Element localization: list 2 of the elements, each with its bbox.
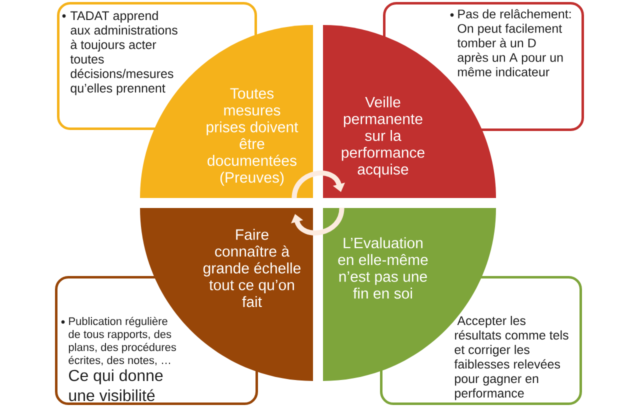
curved-arrow	[292, 170, 345, 198]
curved-arrow	[291, 208, 344, 236]
